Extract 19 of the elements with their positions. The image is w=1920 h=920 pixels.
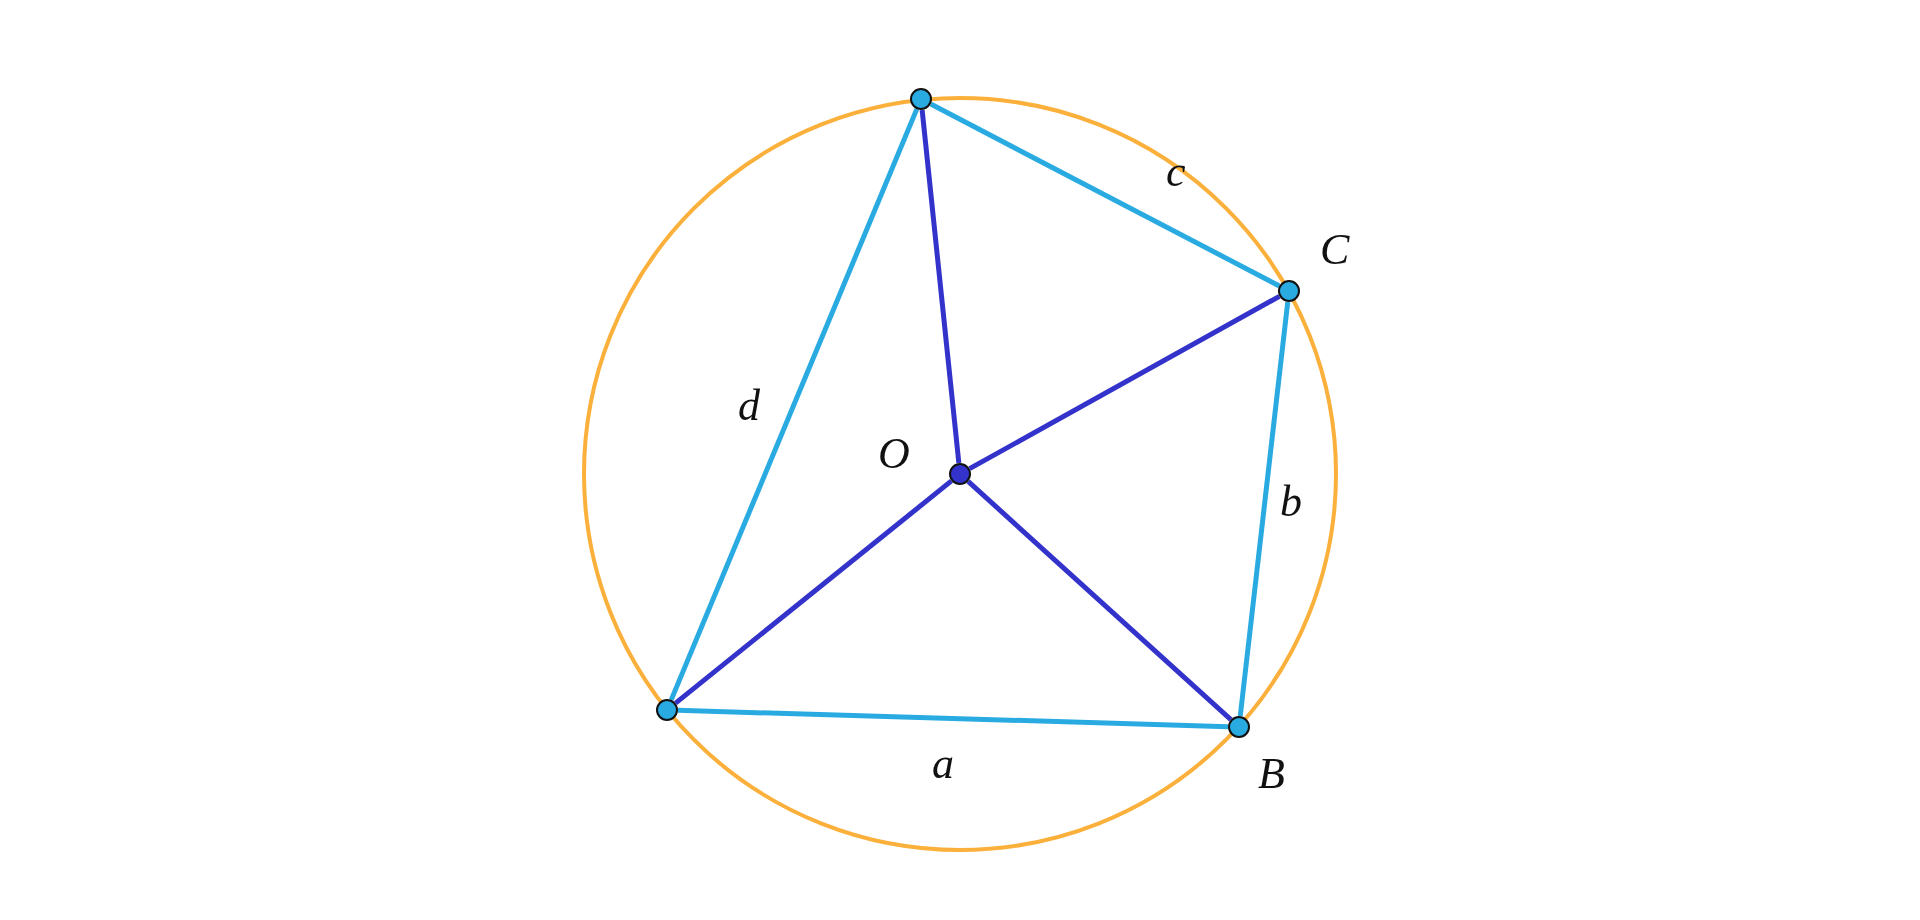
vertex-point	[1228, 716, 1250, 738]
line-segment	[677, 707, 1229, 730]
line-segment	[668, 108, 920, 701]
side-label: a	[932, 742, 954, 786]
center-point	[949, 463, 971, 485]
line-segment	[1237, 301, 1291, 717]
side-label: b	[1280, 480, 1302, 524]
line-segment	[968, 294, 1281, 471]
line-segment	[674, 478, 953, 706]
line-segment	[919, 109, 962, 464]
point-label: O	[878, 432, 910, 476]
side-label: d	[738, 384, 760, 428]
point-label: B	[1258, 752, 1285, 796]
vertex-point	[656, 699, 678, 721]
vertex-point	[910, 88, 932, 110]
point-label: C	[1320, 228, 1350, 272]
line-segment	[929, 101, 1281, 289]
line-segment	[966, 479, 1233, 722]
vertex-point	[1278, 280, 1300, 302]
